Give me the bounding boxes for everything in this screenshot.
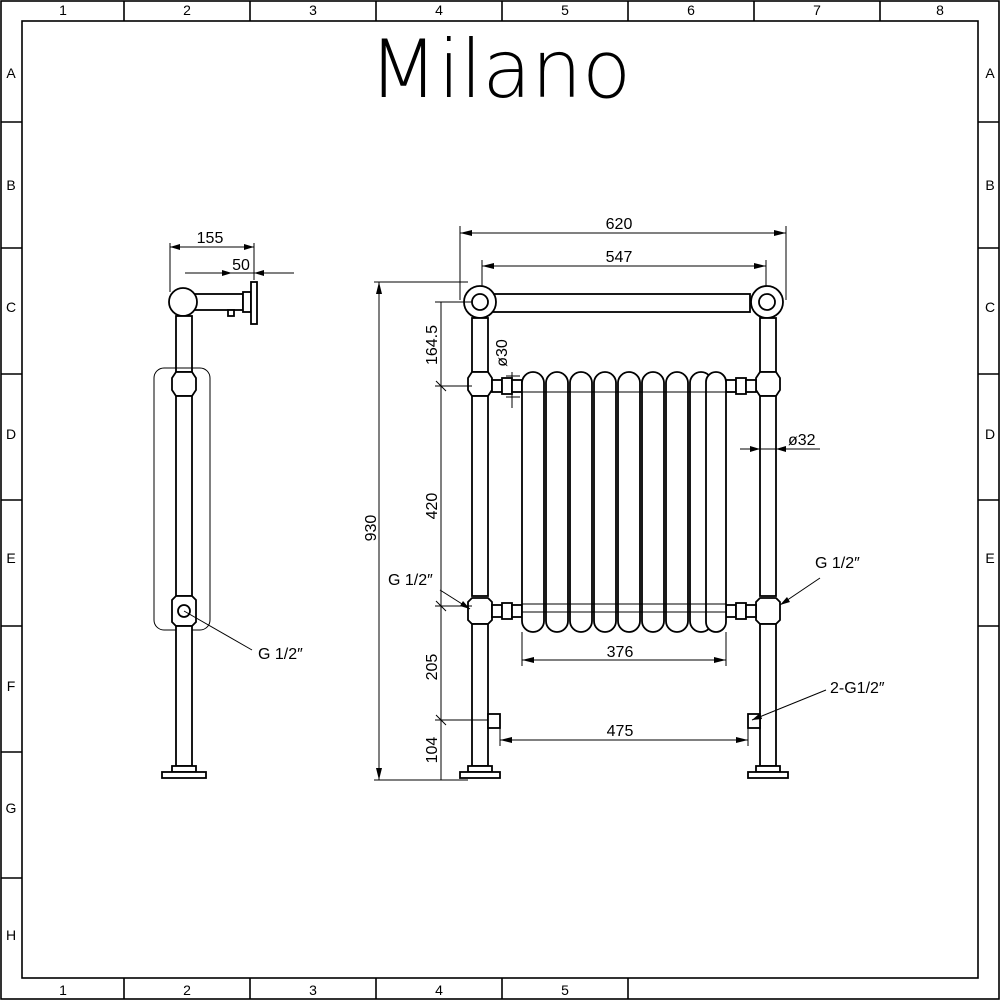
zone-col-4: 4 xyxy=(435,2,443,18)
front-dim-620: 620 xyxy=(606,216,633,233)
front-dim-376: 376 xyxy=(607,644,634,661)
zone-col-1: 1 xyxy=(59,2,67,18)
front-view: 620 547 xyxy=(363,216,885,781)
zone-col-6: 6 xyxy=(687,2,695,18)
front-dim-104: 104 xyxy=(424,737,441,764)
zone-row-d-right: D xyxy=(985,426,995,442)
zone-row-a-right: A xyxy=(985,65,995,81)
zone-col-5-bottom: 5 xyxy=(561,982,569,998)
front-dim-475: 475 xyxy=(607,723,634,740)
zone-col-2: 2 xyxy=(183,2,191,18)
front-dim-547: 547 xyxy=(606,249,633,266)
front-dim-dia-30: ø30 xyxy=(494,339,511,367)
zone-col-5: 5 xyxy=(561,2,569,18)
front-label-left-g12: G 1/2″ xyxy=(388,572,433,589)
side-dim-155: 155 xyxy=(197,230,224,247)
radiator-columns xyxy=(521,371,727,633)
zone-col-8: 8 xyxy=(936,2,944,18)
zone-labels-left: A B C D E F G H xyxy=(6,65,17,943)
brand-logo: Milano xyxy=(369,23,631,116)
zone-col-4-bottom: 4 xyxy=(435,982,443,998)
zone-col-3-bottom: 3 xyxy=(309,982,317,998)
zone-row-c-right: C xyxy=(985,299,995,315)
front-dim-205: 205 xyxy=(424,654,441,681)
front-label-right-g12: G 1/2″ xyxy=(815,555,860,572)
zone-col-3: 3 xyxy=(309,2,317,18)
front-dim-dia-32: ø32 xyxy=(788,432,816,449)
zone-row-h: H xyxy=(6,927,16,943)
zone-labels-right: A B C D E xyxy=(985,65,995,566)
zone-row-f: F xyxy=(7,678,16,694)
front-dim-930: 930 xyxy=(363,515,380,542)
zone-row-g: G xyxy=(6,800,17,816)
side-label-g12: G 1/2″ xyxy=(258,646,303,663)
zone-row-b-right: B xyxy=(985,177,994,193)
zone-row-e-right: E xyxy=(985,550,994,566)
front-dim-420: 420 xyxy=(424,493,441,520)
zone-col-7: 7 xyxy=(813,2,821,18)
front-label-2g12: 2-G1/2″ xyxy=(830,680,885,697)
zone-row-e: E xyxy=(6,550,15,566)
zone-row-d: D xyxy=(6,426,16,442)
zone-row-b: B xyxy=(6,177,15,193)
zone-labels-bottom: 1 2 3 4 5 xyxy=(59,982,569,998)
zone-labels-top: 1 2 3 4 5 6 7 8 xyxy=(59,2,944,18)
zone-row-c: C xyxy=(6,299,16,315)
side-view: 155 50 G 1/2″ xyxy=(153,230,303,779)
zone-col-1-bottom: 1 xyxy=(59,982,67,998)
zone-col-2-bottom: 2 xyxy=(183,982,191,998)
side-dim-50: 50 xyxy=(232,257,250,274)
front-dim-164-5: 164.5 xyxy=(424,325,441,365)
zone-row-a: A xyxy=(6,65,16,81)
